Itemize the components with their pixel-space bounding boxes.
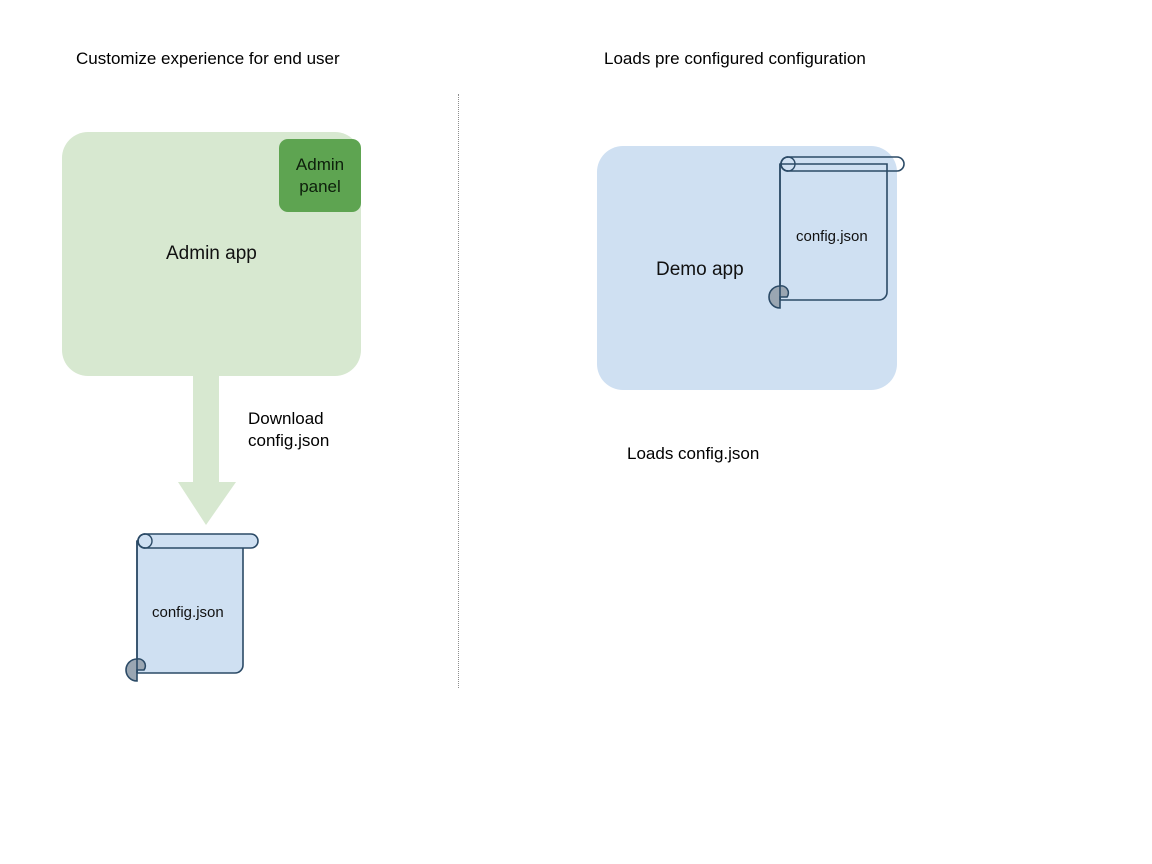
vertical-dotted-divider (458, 94, 459, 688)
demo-app-container (597, 146, 897, 390)
config-json-label-right: config.json (796, 228, 868, 245)
admin-panel-label: Admin panel (296, 154, 344, 198)
admin-panel-label-line2: panel (299, 176, 341, 196)
right-section-title: Loads pre configured configuration (604, 49, 866, 68)
admin-panel-label-line1: Admin (295, 154, 345, 174)
config-json-label-left: config.json (152, 604, 224, 621)
download-arrow-icon (178, 374, 236, 525)
download-arrow-label: Download config.json (248, 408, 329, 452)
config-json-document-right[interactable] (763, 151, 913, 311)
left-section-title: Customize experience for end user (76, 49, 340, 68)
download-label-line1: Download (248, 409, 324, 428)
demo-app-label: Demo app (656, 259, 744, 280)
admin-panel-button[interactable]: Admin panel (279, 139, 361, 212)
admin-app-label: Admin app (166, 243, 257, 264)
config-json-document-left[interactable] (118, 528, 268, 692)
download-label-line2: config.json (248, 431, 330, 450)
loads-config-caption: Loads config.json (627, 444, 760, 463)
